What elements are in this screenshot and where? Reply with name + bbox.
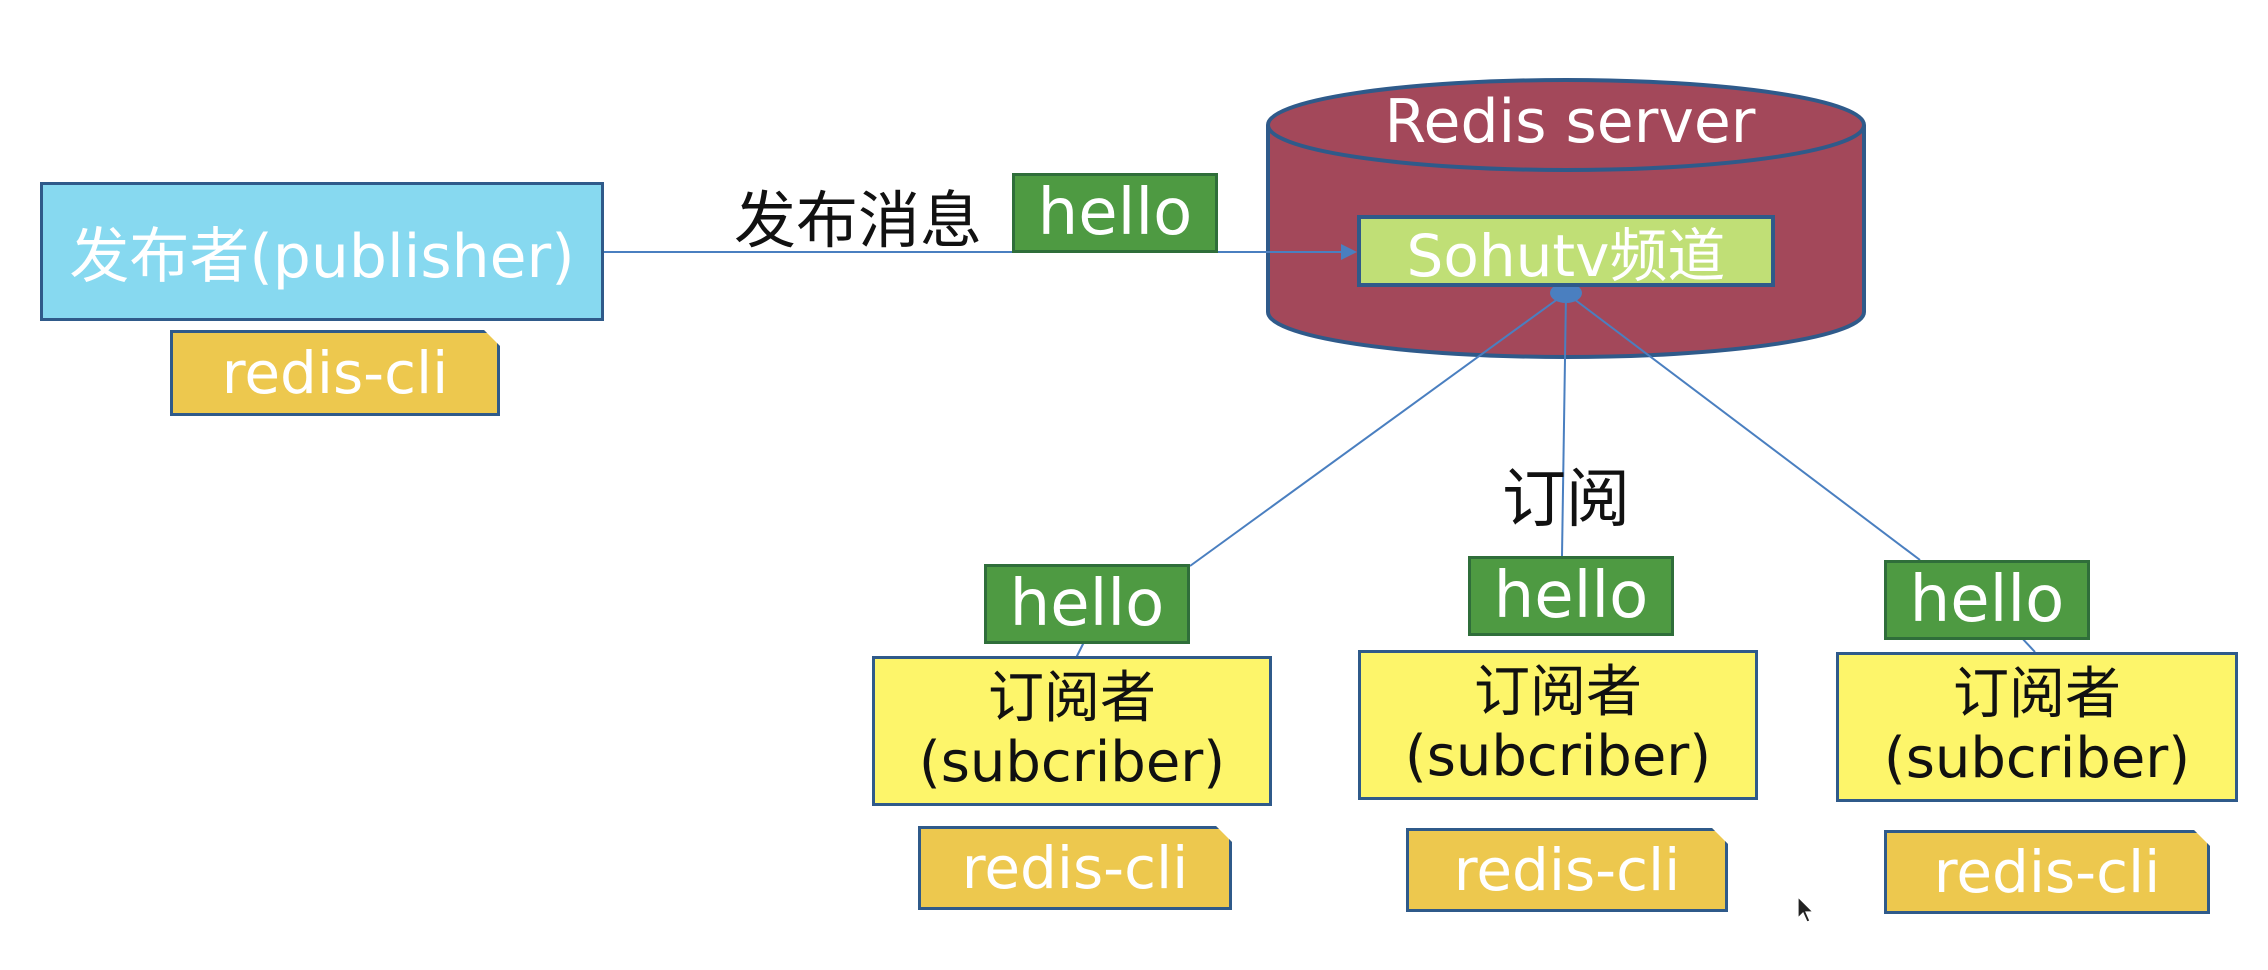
subscriber-3-message-text: hello <box>1909 563 2065 637</box>
subscribe-connector-1 <box>1189 292 1567 567</box>
publisher-cli-label: redis-cli <box>221 339 449 407</box>
subscriber-3-line2: (subcriber) <box>1883 726 2191 791</box>
publisher-label: 发布者(publisher) <box>69 222 575 292</box>
subscriber-3-line1: 订阅者 <box>1953 661 2121 727</box>
subscriber-3-message: hello <box>1884 560 2090 640</box>
channel-box: Sohutv频道 <box>1357 215 1775 290</box>
redis-server-title-text: Redis server <box>1384 87 1756 157</box>
subscriber-2-box: 订阅者 (subcriber) <box>1358 650 1758 800</box>
publisher-redis-cli: redis-cli <box>170 330 500 416</box>
subscriber-3-box: 订阅者 (subcriber) <box>1836 652 2238 802</box>
mouse-cursor-icon <box>1797 896 1815 923</box>
subscriber-2-redis-cli: redis-cli <box>1406 828 1728 912</box>
publish-message-label: 发布消息 <box>734 184 983 257</box>
subscribe-connector-2 <box>1561 292 1567 557</box>
redis-server-title: Redis server <box>1270 82 1870 162</box>
subscribe-label: 订阅 <box>1502 463 1630 537</box>
channel-junction-dot <box>1550 283 1582 303</box>
subscriber-2-message: hello <box>1468 556 1674 636</box>
subscriber-1-message-text: hello <box>1009 567 1165 641</box>
subscriber-2-cli-label: redis-cli <box>1453 836 1681 904</box>
subscriber-1-redis-cli: redis-cli <box>918 826 1232 910</box>
subscriber-1-box: 订阅者 (subcriber) <box>872 656 1272 806</box>
subscriber-2-line2: (subcriber) <box>1404 724 1712 789</box>
subscriber-2-message-text: hello <box>1493 559 1649 633</box>
published-message: hello <box>1012 173 1218 253</box>
subscriber-1-line2: (subcriber) <box>918 730 1226 795</box>
subscriber-3-redis-cli: redis-cli <box>1884 830 2210 914</box>
subscriber-2-line1: 订阅者 <box>1474 659 1642 725</box>
subscribe-connector-3 <box>1565 292 1921 561</box>
published-message-text: hello <box>1037 176 1193 250</box>
subscriber-1-line1: 订阅者 <box>988 665 1156 731</box>
subscriber-3-cli-label: redis-cli <box>1933 838 2161 906</box>
publisher-box: 发布者(publisher) <box>40 182 604 321</box>
subscriber-1-message: hello <box>984 564 1190 644</box>
channel-label: Sohutv频道 <box>1406 222 1726 290</box>
subscriber-1-cli-label: redis-cli <box>961 834 1189 902</box>
publish-arrowhead <box>1341 244 1357 260</box>
